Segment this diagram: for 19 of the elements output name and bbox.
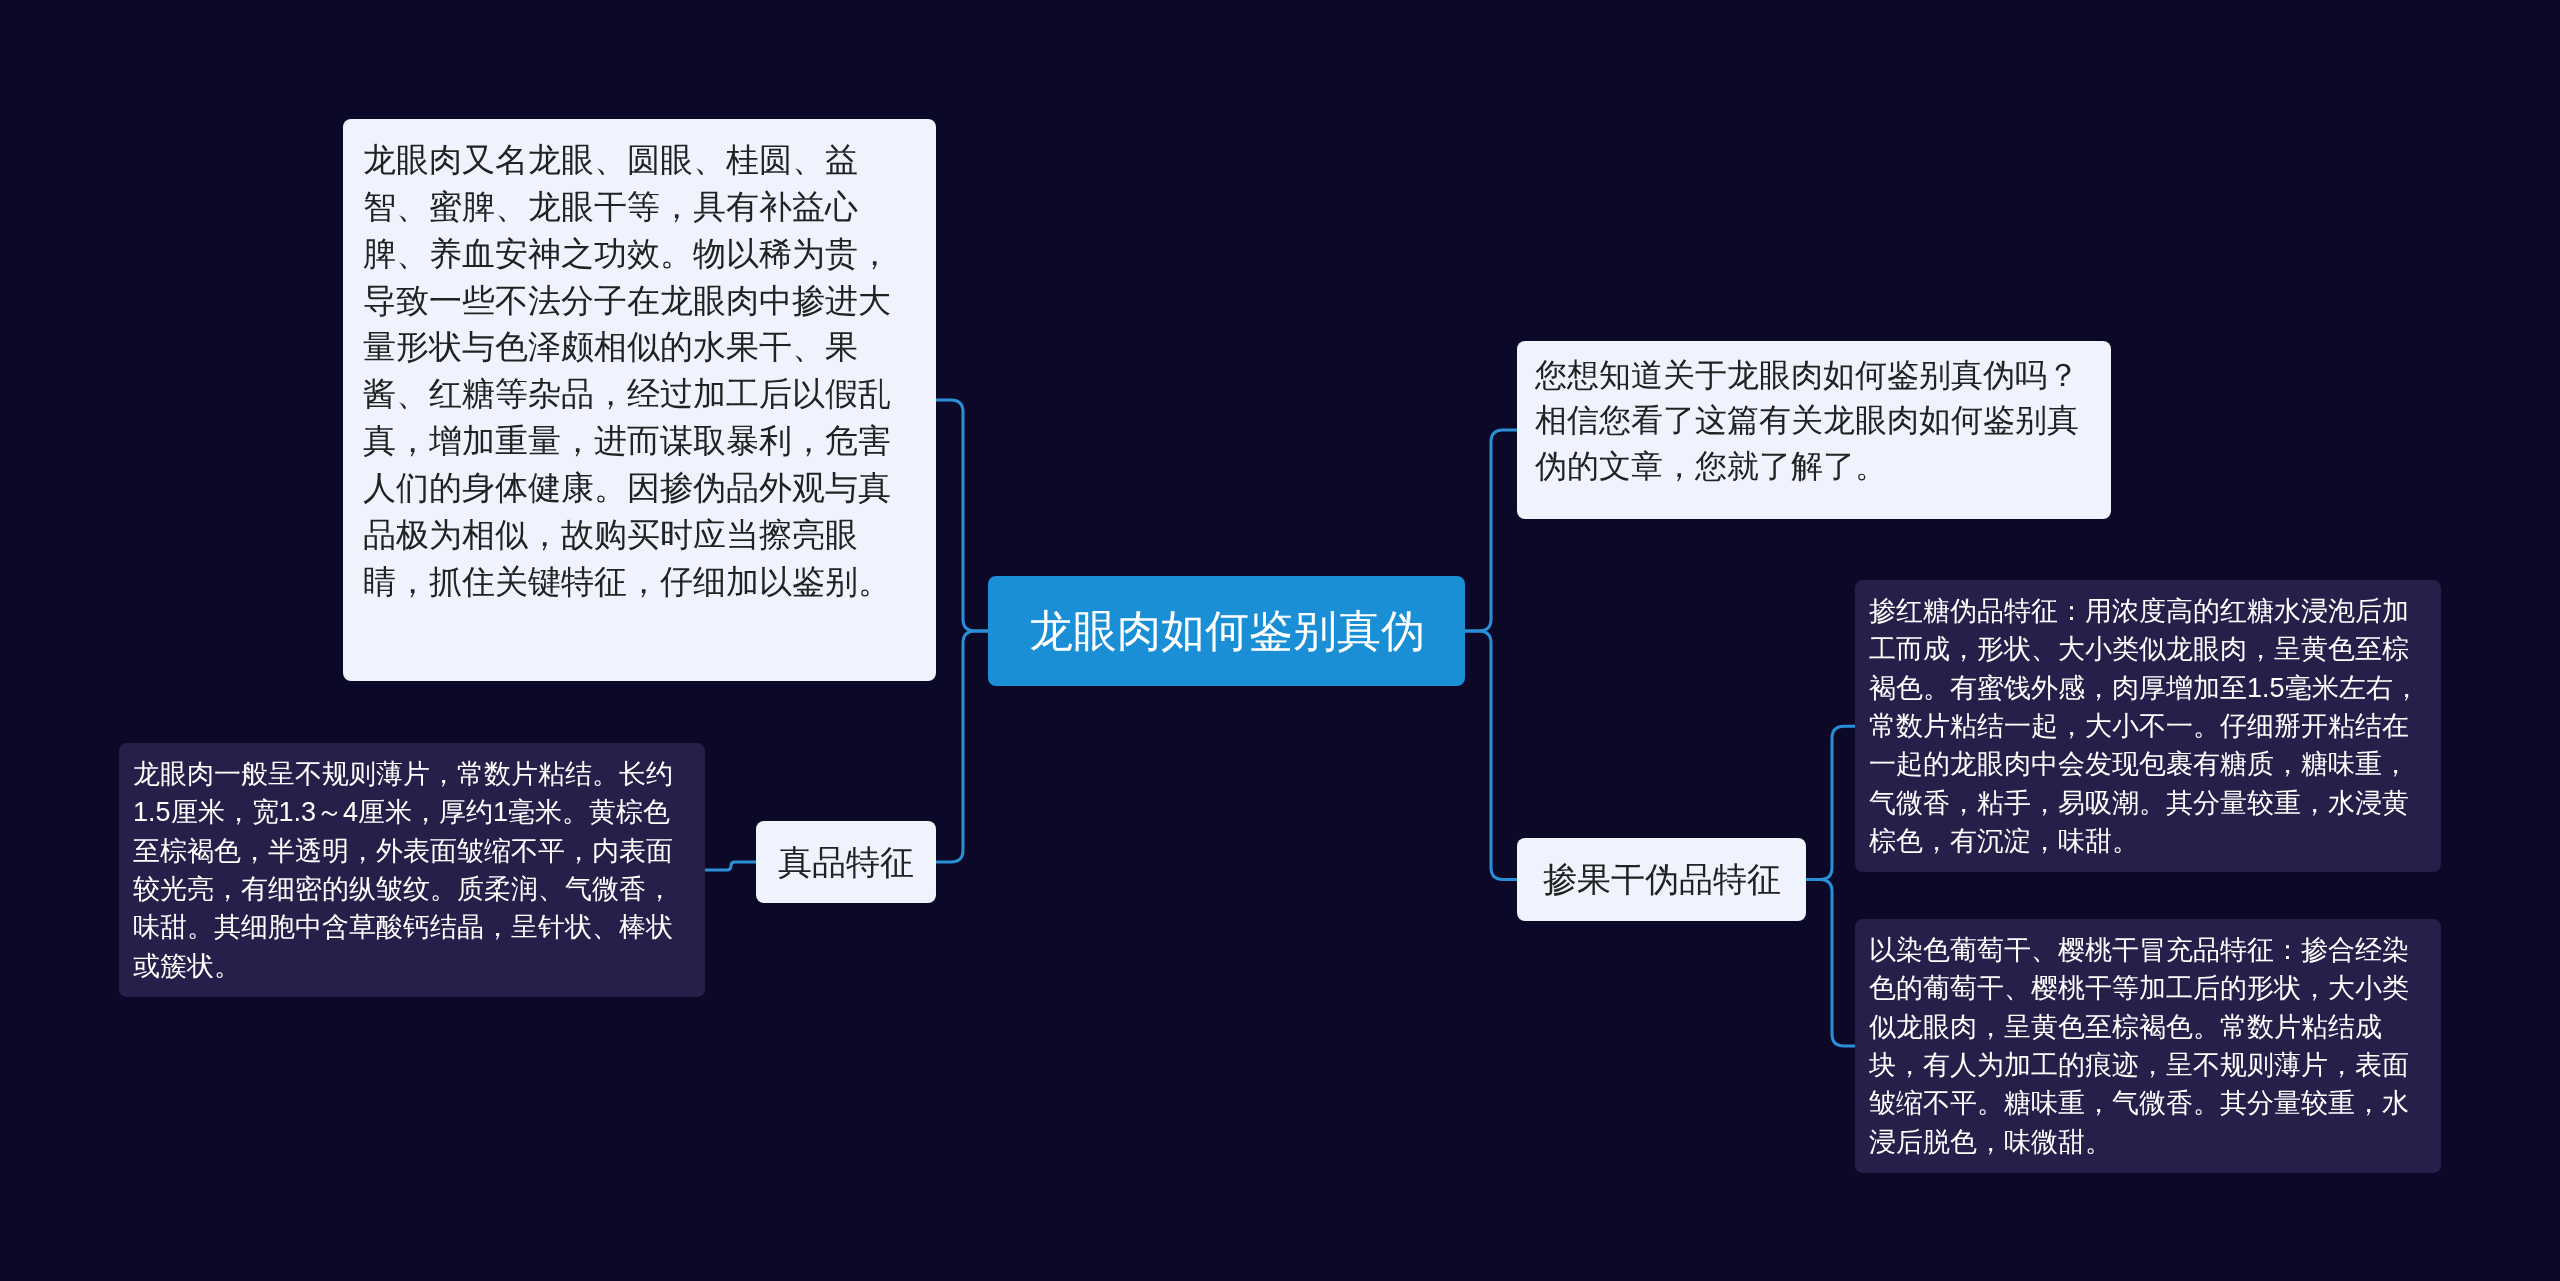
- topic-box: [1517, 838, 1806, 921]
- subtopic-box: [1855, 580, 2441, 873]
- topic-text: 龙眼肉如何鉴别真伪: [1028, 604, 1425, 657]
- subtopic-box: [1855, 919, 2441, 1173]
- connector-line: [1465, 629, 1517, 881]
- topic-box: [756, 821, 936, 903]
- topic-text: 龙眼肉一般呈不规则薄片，常数片粘结。长约1.5厘米，宽1.3～4厘米，厚约1毫米。黄棕色至棕褐色，半透明，外表面皱缩不平，内表面较光亮，有细密的纵皱纹。质柔润、气微香，味甜。其细胞中含草酸钙结晶，呈针状、棒状或簇状。: [133, 758, 674, 983]
- central-topic-box: [988, 576, 1465, 686]
- topic-text: 龙眼肉又名龙眼、圆眼、桂圆、益智、蜜脾、龙眼干等，具有补益心脾、养血安神之功效。物以稀为贵，导致一些不法分子在龙眼肉中掺进大量形状与色泽颇相似的水果干、果酱、红糖等杂品，经过加工后以假乱真，增加重量，进而谋取暴利，危害人们的身体健康。因掺伪品外观与真品极为相似，故购买时应当擦亮眼睛，抓住关键特征，仔细加以鉴别。: [363, 140, 892, 602]
- subtopic-box: [119, 743, 705, 997]
- topic-text: 您想知道关于龙眼肉如何鉴别真伪吗？相信您看了这篇有关龙眼肉如何鉴别真伪的文章，您就了解了。: [1535, 356, 2080, 486]
- topic-text: 掺红糖伪品特征：用浓度高的红糖水浸泡后加工而成，形状、大小类似龙眼肉，呈黄色至棕褐色。有蜜饯外感，肉厚增加至1.5毫米左右，常数片粘结一起，大小不一。仔细掰开粘结在一起的龙眼肉中会发现包裹有糖质，糖味重，气微香，粘手，易吸潮。其分量较重，水浸黄棕色，有沉淀，味甜。: [1869, 595, 2421, 858]
- topic-text: 以染色葡萄干、樱桃干冒充品特征：掺合经染色的葡萄干、樱桃干等加工后的形状，大小类似龙眼肉，呈黄色至棕褐色。常数片粘结成块，有人为加工的痕迹，呈不规则薄片，表面皱缩不平。糖味重，气微香。其分量较重，水浸后脱色，味微甜。: [1869, 934, 2410, 1159]
- topic-text: 真品特征: [778, 841, 914, 883]
- connector-line: [705, 860, 756, 872]
- connector-line: [1806, 878, 1855, 1048]
- topic-box: [343, 119, 936, 681]
- topic-box: [1517, 341, 2111, 519]
- topic-text: 掺果干伪品特征: [1542, 859, 1781, 901]
